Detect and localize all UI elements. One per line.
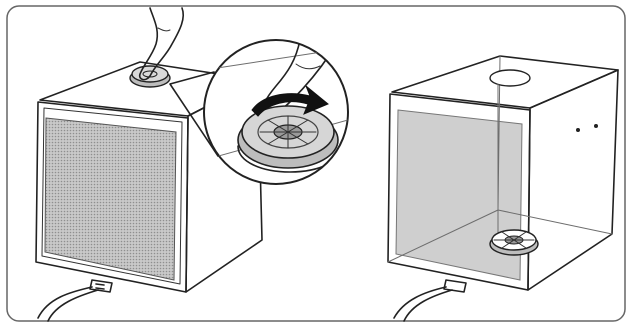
seated-cap — [490, 230, 538, 255]
top-opening — [490, 70, 530, 86]
speaker-grille — [45, 118, 176, 280]
right-speaker — [388, 56, 618, 321]
power-cable-right — [394, 287, 446, 318]
speaker-cap-large — [238, 106, 338, 168]
magnifier-lens — [204, 40, 348, 184]
